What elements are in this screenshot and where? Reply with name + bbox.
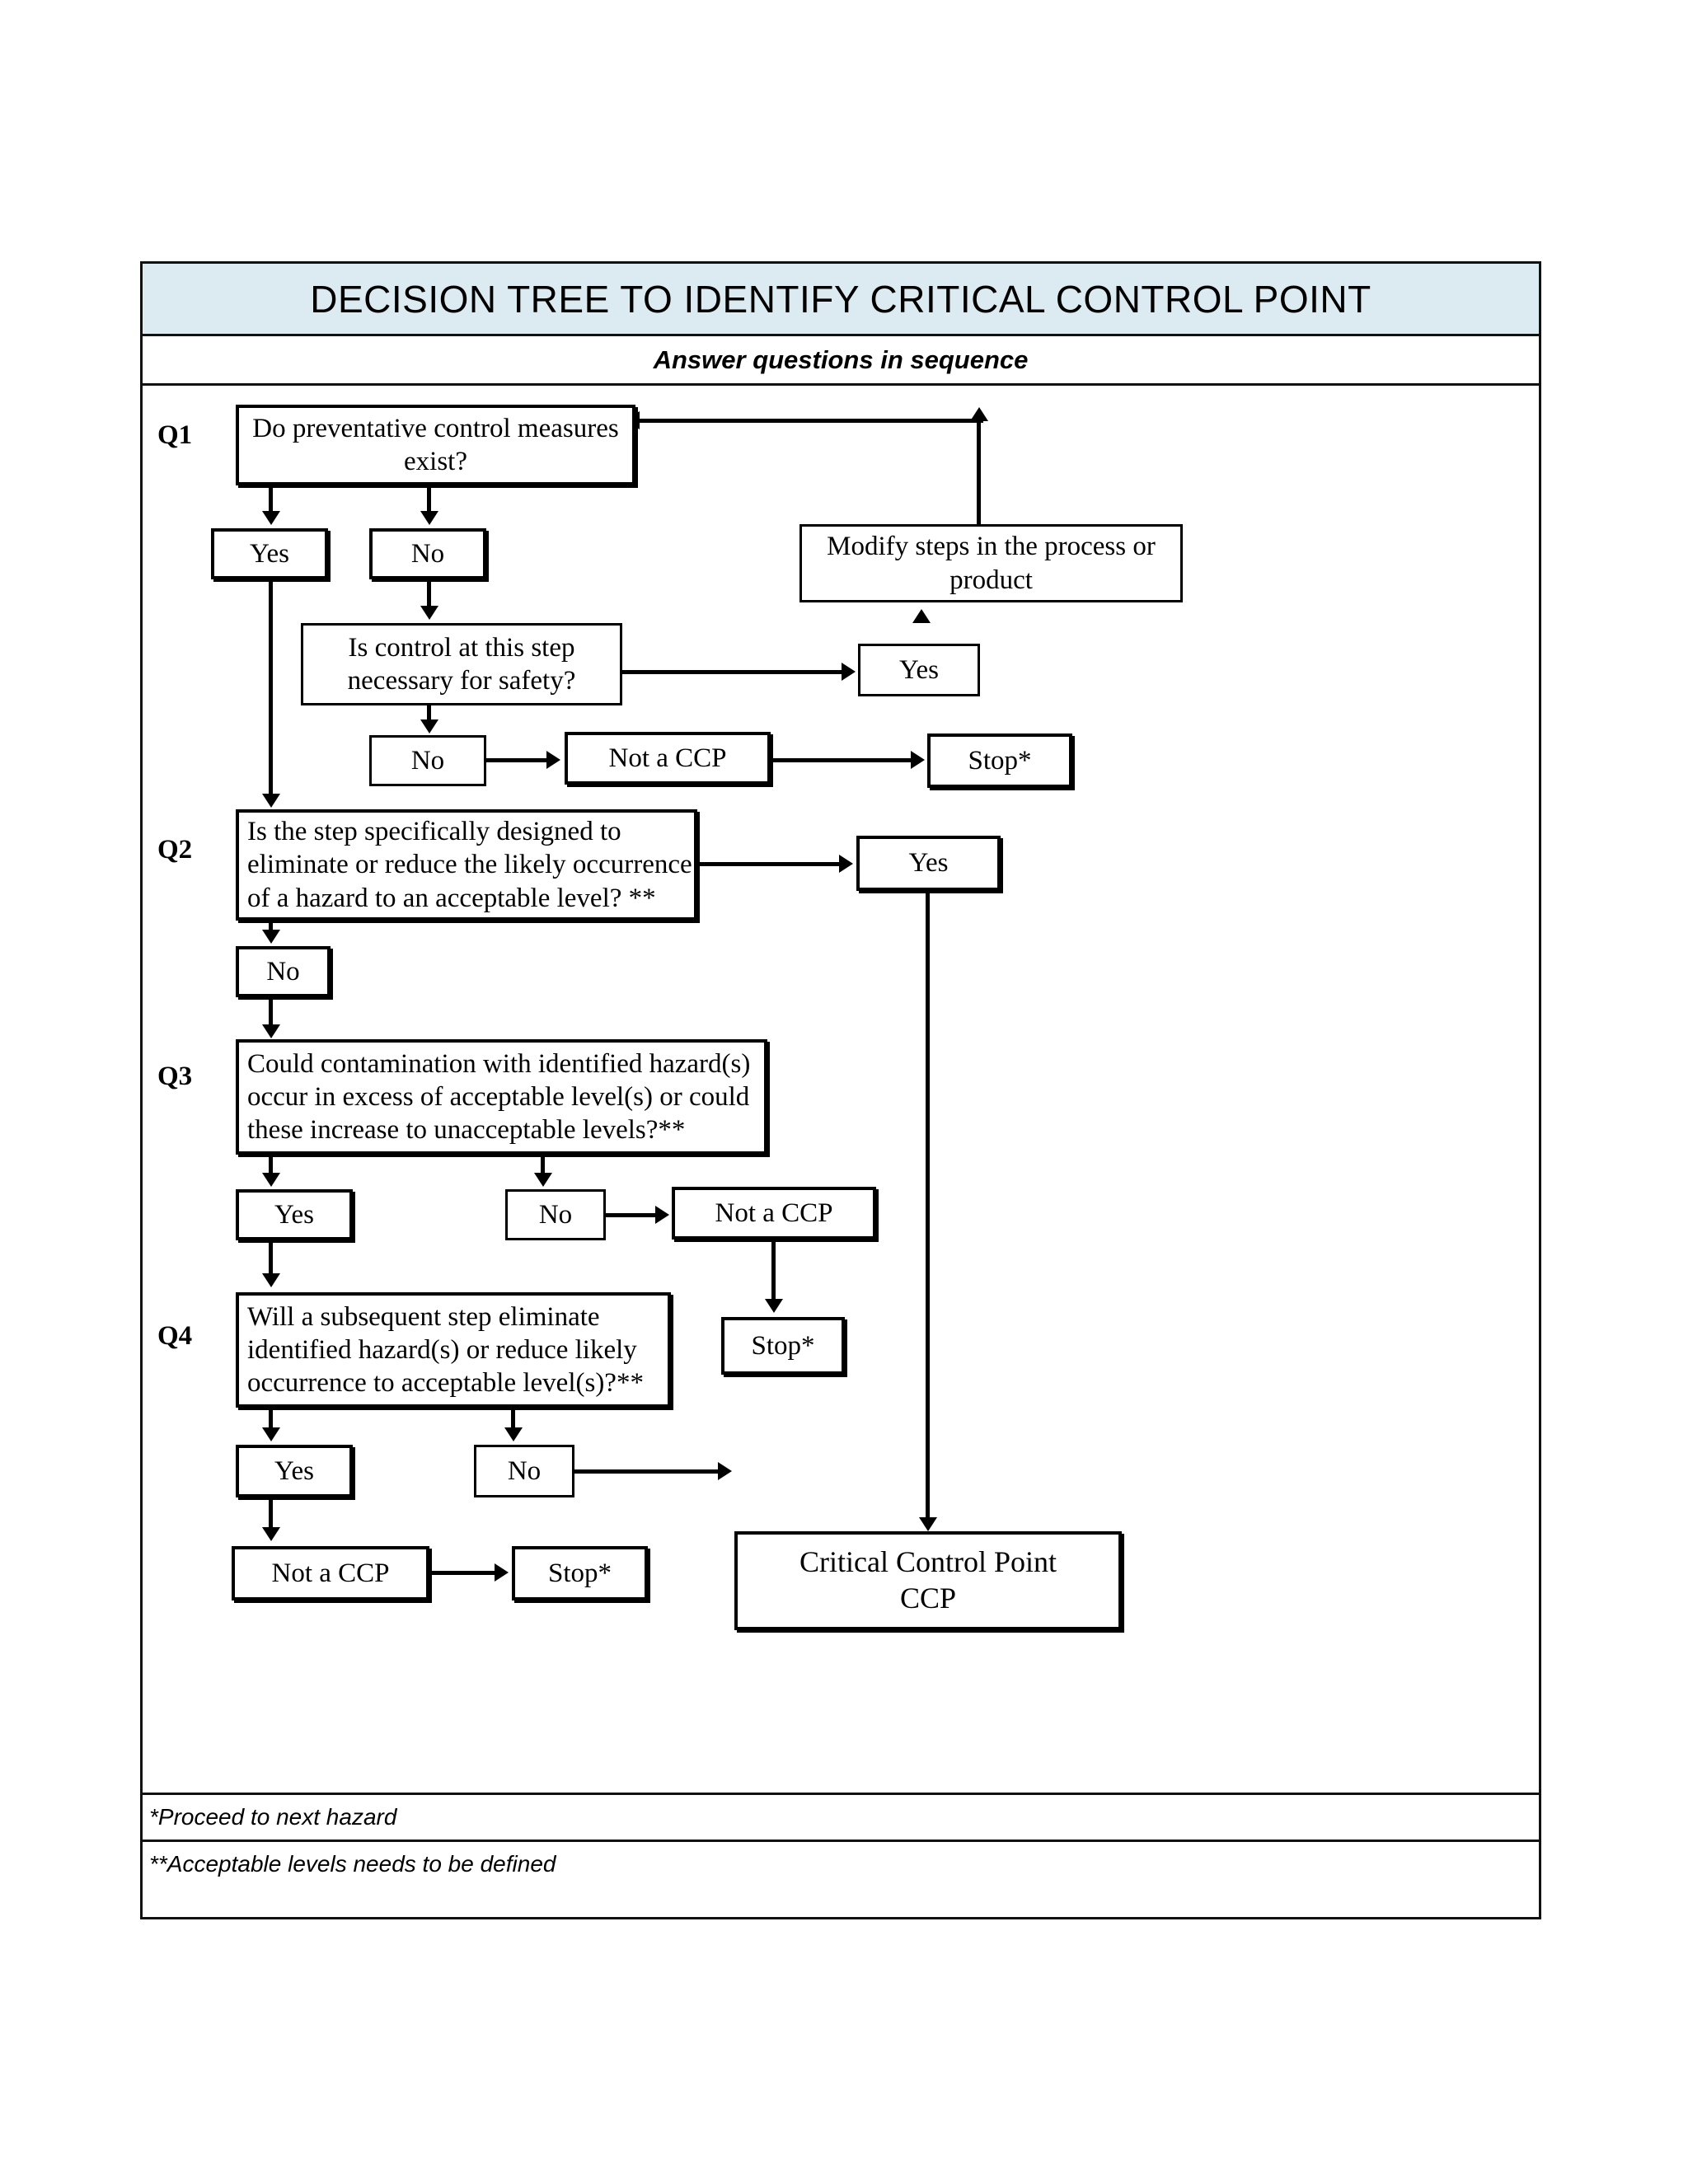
- edge-q1no-control-arrow: [420, 606, 438, 620]
- marker-q4: Q4: [157, 1321, 193, 1351]
- node-stop-2: Stop*: [721, 1317, 845, 1375]
- edge-modify-up-arrow: [970, 407, 988, 421]
- node-q2-question: Is the step specifically designed to eli…: [236, 809, 697, 921]
- node-not-a-ccp-3: Not a CCP: [232, 1546, 429, 1601]
- edge-q1yes-q2-arrow: [262, 794, 280, 808]
- ccp-line-1: Critical Control Point: [799, 1545, 1057, 1579]
- edge-q4-yes-line: [269, 1408, 273, 1432]
- edge-q3-no-arrow: [534, 1173, 552, 1187]
- node-q1-question: Do preventative control measures exist?: [236, 405, 635, 485]
- edge-q2yes-ccp-arrow: [919, 1517, 937, 1531]
- edge-q4no-ccp-line: [574, 1469, 723, 1474]
- edge-q2no-q3-line: [269, 997, 273, 1029]
- edge-modify-to-q1-line: [637, 419, 983, 423]
- node-not-a-ccp-2: Not a CCP: [672, 1187, 876, 1240]
- node-critical-control-point: Critical Control Point CCP: [734, 1531, 1122, 1630]
- edge-q3no-notccp-arrow: [655, 1206, 669, 1224]
- edge-q4no-ccp-arrow: [718, 1462, 732, 1480]
- edge-q3-no-line: [541, 1155, 545, 1178]
- edge-control-no-line: [427, 705, 431, 725]
- edge-q1-no-line: [427, 485, 431, 515]
- footnote-1: *Proceed to next hazard: [149, 1804, 397, 1830]
- node-stop-3: Stop*: [512, 1546, 648, 1601]
- footnote-row-1: *Proceed to next hazard: [143, 1793, 1539, 1840]
- edge-q2no-q3-arrow: [262, 1024, 280, 1038]
- edge-q4yes-notccp-arrow: [262, 1527, 280, 1541]
- footnote-row-2: **Acceptable levels needs to be defined: [143, 1840, 1539, 1886]
- edge-notccp2-stop2-arrow: [765, 1299, 783, 1313]
- edge-notccp-stop-line-1: [771, 758, 917, 762]
- edge-q3yes-q4-arrow: [262, 1273, 280, 1287]
- edge-notccp3-stop3-line: [429, 1571, 499, 1575]
- edge-q3-yes-arrow: [262, 1173, 280, 1187]
- edge-notccp3-stop3-arrow: [495, 1563, 509, 1582]
- edge-q1-yes-line: [269, 485, 273, 515]
- edge-controlno-notccp-line: [486, 758, 552, 762]
- edge-q3yes-q4-line: [269, 1240, 273, 1277]
- edge-q1-yes-arrow: [262, 511, 280, 525]
- edge-control-no-arrow: [420, 719, 438, 733]
- page-title: DECISION TREE TO IDENTIFY CRITICAL CONTR…: [310, 277, 1372, 321]
- marker-q2: Q2: [157, 835, 193, 865]
- edge-q1no-control-line: [427, 579, 431, 610]
- edge-q4-no-arrow: [504, 1427, 523, 1441]
- ccp-line-2: CCP: [899, 1582, 957, 1615]
- node-q4-no: No: [474, 1445, 574, 1497]
- decision-tree-frame: DECISION TREE TO IDENTIFY CRITICAL CONTR…: [140, 261, 1541, 1919]
- node-not-a-ccp-1: Not a CCP: [565, 732, 771, 785]
- edge-q4yes-notccp-line: [269, 1497, 273, 1532]
- node-q2-yes: Yes: [856, 836, 1001, 891]
- node-q3-question: Could contamination with identified haza…: [236, 1039, 767, 1155]
- edge-q1-no-arrow: [420, 511, 438, 525]
- edge-q4-yes-arrow: [262, 1427, 280, 1441]
- edge-q3no-notccp-line: [606, 1213, 660, 1217]
- edge-control-yes-arrow: [842, 663, 856, 681]
- edge-q3-yes-line: [269, 1155, 273, 1178]
- node-stop-1: Stop*: [927, 733, 1072, 788]
- node-q3-yes: Yes: [236, 1189, 353, 1240]
- title-banner: DECISION TREE TO IDENTIFY CRITICAL CONTR…: [143, 264, 1539, 336]
- node-q3-no: No: [505, 1189, 606, 1240]
- edge-q4-no-line: [511, 1408, 515, 1432]
- flowchart-canvas: Q1 Do preventative control measures exis…: [143, 386, 1539, 1793]
- edge-q2-yes-arrow: [839, 855, 853, 873]
- edge-controlno-notccp-arrow: [546, 751, 560, 769]
- node-control-necessary: Is control at this step necessary for sa…: [301, 623, 622, 705]
- footnote-2: **Acceptable levels needs to be defined: [149, 1851, 556, 1877]
- edge-controlyes-modify-arrow: [912, 609, 931, 623]
- node-q1-no: No: [369, 528, 486, 579]
- node-q4-question: Will a subsequent step eliminate identif…: [236, 1292, 671, 1408]
- node-modify-steps: Modify steps in the process or product: [799, 524, 1183, 602]
- subtitle-banner: Answer questions in sequence: [143, 336, 1539, 386]
- edge-q2-yes-line: [697, 862, 844, 866]
- node-q1-yes: Yes: [211, 528, 328, 579]
- edge-notccp2-stop2-line: [771, 1240, 776, 1304]
- node-control-yes: Yes: [858, 644, 980, 696]
- edge-modify-up-line: [977, 420, 981, 529]
- edge-q1yes-q2-line: [269, 555, 273, 798]
- edge-q2yes-ccp-line: [926, 891, 930, 1521]
- edge-notccp-stop-arrow-1: [911, 751, 925, 769]
- edge-q2-no-arrow: [262, 930, 280, 944]
- marker-q3: Q3: [157, 1062, 193, 1091]
- edge-q2-no-line: [269, 921, 273, 935]
- marker-q1: Q1: [157, 420, 193, 450]
- node-q4-yes: Yes: [236, 1445, 353, 1497]
- edge-control-yes-line: [622, 670, 846, 674]
- subtitle: Answer questions in sequence: [653, 344, 1029, 374]
- node-control-no: No: [369, 735, 486, 786]
- node-q2-no: No: [236, 946, 331, 997]
